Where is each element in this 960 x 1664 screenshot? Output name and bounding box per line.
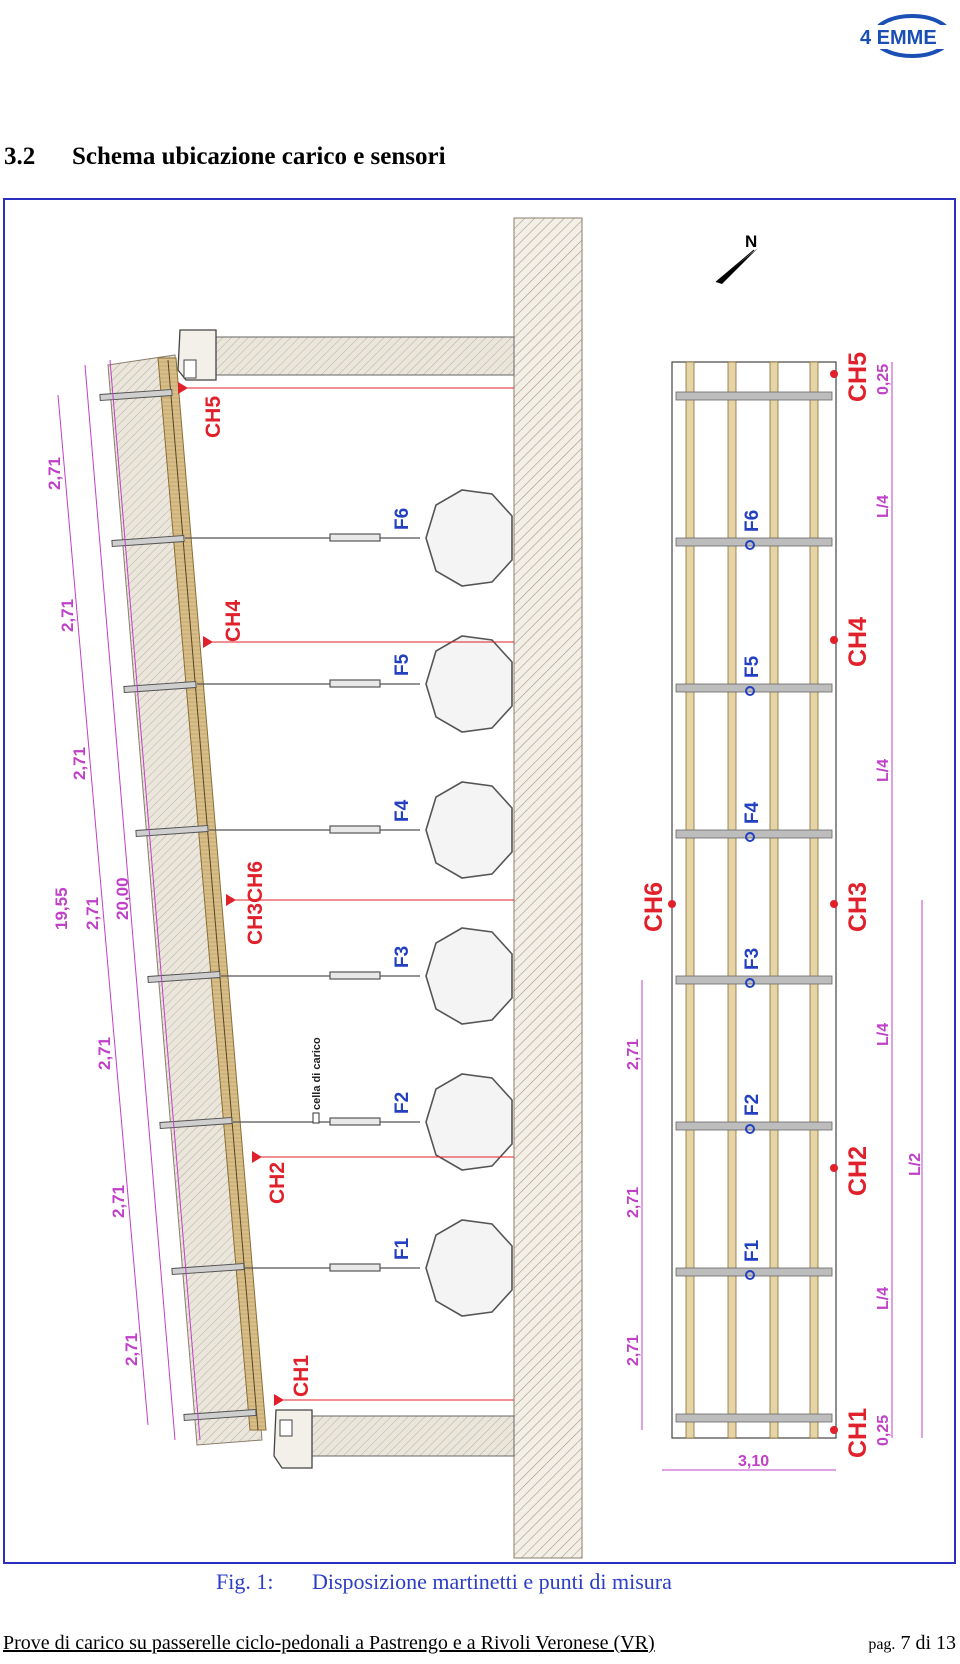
bridge-deck-elevation	[107, 354, 263, 1446]
f-label: F1	[392, 1237, 413, 1260]
plan-f-labels: F6 F5 F4 F3 F2 F1	[742, 510, 763, 1262]
plan-right-dim: L/4	[875, 1023, 892, 1046]
plan-dimension-lines	[641, 362, 923, 1471]
f-label: F5	[742, 655, 763, 678]
plan-span-label: 2,71	[625, 1187, 642, 1218]
footer-page-text: 7 di 13	[900, 1632, 956, 1654]
footer-page-prefix: pag.	[868, 1636, 896, 1653]
plan-ch-markers	[668, 370, 838, 1434]
plan-half-label: L/2	[907, 1153, 924, 1176]
north-label: N	[745, 232, 757, 251]
dimension-lines-elevation	[57, 359, 201, 1441]
abutment-top	[177, 329, 515, 381]
span-label: 2,71	[95, 1037, 114, 1070]
ch-label: CH2	[266, 1162, 289, 1204]
ch-label: CH2	[844, 1146, 872, 1196]
bridge-beam-elevation	[157, 357, 267, 1431]
section-heading: 3.2 Schema ubicazione carico e sensori	[4, 143, 446, 171]
plan-right-dim: L/4	[875, 1287, 892, 1310]
north-arrow: N	[715, 232, 758, 284]
plan-span-label: 2,71	[625, 1039, 642, 1070]
plan-right-dim: 0,25	[875, 1415, 892, 1446]
elevation-ch-labels: CH5 CH4 CH3CH6 CH2 CH1	[202, 396, 313, 1397]
plan-right-dim: 0,25	[875, 364, 892, 395]
elevation-dim-labels: 2,71 2,71 2,71 2,71 2,71 2,71 19,55 2,71…	[45, 457, 141, 1366]
plan-view	[671, 361, 837, 1439]
load-cell	[312, 1112, 320, 1124]
jacks	[425, 489, 513, 1317]
jack-cables	[185, 533, 420, 1272]
span-label: 2,71	[122, 1333, 141, 1366]
f-label: F6	[392, 508, 413, 530]
elevation-f-labels: F6 F5 F4 F3 F2 F1	[392, 508, 413, 1260]
f-label: F3	[742, 948, 763, 970]
f-label: F6	[742, 510, 763, 532]
total-label: 19,55	[52, 887, 71, 930]
plan-f-points	[745, 540, 755, 1280]
span-label: 2,71	[58, 599, 77, 632]
f-label: F2	[742, 1094, 763, 1116]
span-label: 2,71	[70, 747, 89, 780]
f-label: F5	[392, 653, 413, 676]
span-label: 2,71	[45, 457, 64, 490]
plan-dim-labels: 2,71 2,71 2,71 3,10 0,25 L/4 L/4 L/4 L/4…	[625, 364, 924, 1470]
ground-wall	[513, 217, 583, 1559]
technical-drawing: 2,71 2,71 2,71 2,71 2,71 2,71 19,55 2,71…	[45, 217, 924, 1559]
abutment-bottom	[273, 1409, 515, 1469]
f-label: F4	[392, 799, 413, 822]
plan-ch-right-labels: CH5 CH4 CH3 CH2 CH1	[844, 352, 872, 1458]
ch-label: CH4	[844, 617, 872, 667]
ch-label: CH5	[844, 352, 872, 402]
figure-caption: Fig. 1: Disposizione martinetti e punti d…	[216, 1569, 672, 1595]
f-label: F1	[742, 1239, 763, 1262]
figure-label: Fig. 1:	[216, 1569, 274, 1594]
f-label: F4	[742, 801, 763, 824]
ch-label: CH4	[222, 600, 245, 642]
total-label: 20,00	[113, 877, 132, 920]
sensor-markers	[178, 382, 284, 1406]
company-logo: 4 EMME	[858, 14, 954, 58]
plan-right-dim: L/4	[875, 759, 892, 782]
f-label: F3	[392, 946, 413, 968]
plan-right-dim: L/4	[875, 495, 892, 518]
load-cell-label: cella di carico	[311, 1037, 323, 1110]
total-label: 2,71	[83, 897, 102, 930]
logo-text: 4 EMME	[860, 27, 937, 49]
plan-width-label: 3,10	[738, 1453, 769, 1470]
footer-title: Prove di carico su passerelle ciclo-pedo…	[3, 1632, 655, 1654]
footer-page-number: pag. 7 di 13	[868, 1632, 956, 1655]
section-title: Schema ubicazione carico e sensori	[72, 143, 446, 170]
plan-span-label: 2,71	[625, 1335, 642, 1366]
span-label: 2,71	[109, 1185, 128, 1218]
figure-caption-text: Disposizione martinetti e punti di misur…	[312, 1569, 672, 1594]
figure-frame	[3, 198, 956, 1564]
ch-label: CH5	[202, 396, 225, 438]
ch-label-left: CH6	[640, 882, 668, 932]
sensor-lines	[180, 387, 514, 1401]
ch-label: CH1	[844, 1408, 872, 1458]
deck-crossbeams	[99, 388, 257, 1422]
f-label: F2	[392, 1092, 413, 1114]
ch-label: CH3CH6	[244, 861, 267, 945]
section-number: 3.2	[4, 143, 36, 170]
ch-label: CH3	[844, 882, 872, 932]
ch-label: CH1	[290, 1355, 313, 1397]
